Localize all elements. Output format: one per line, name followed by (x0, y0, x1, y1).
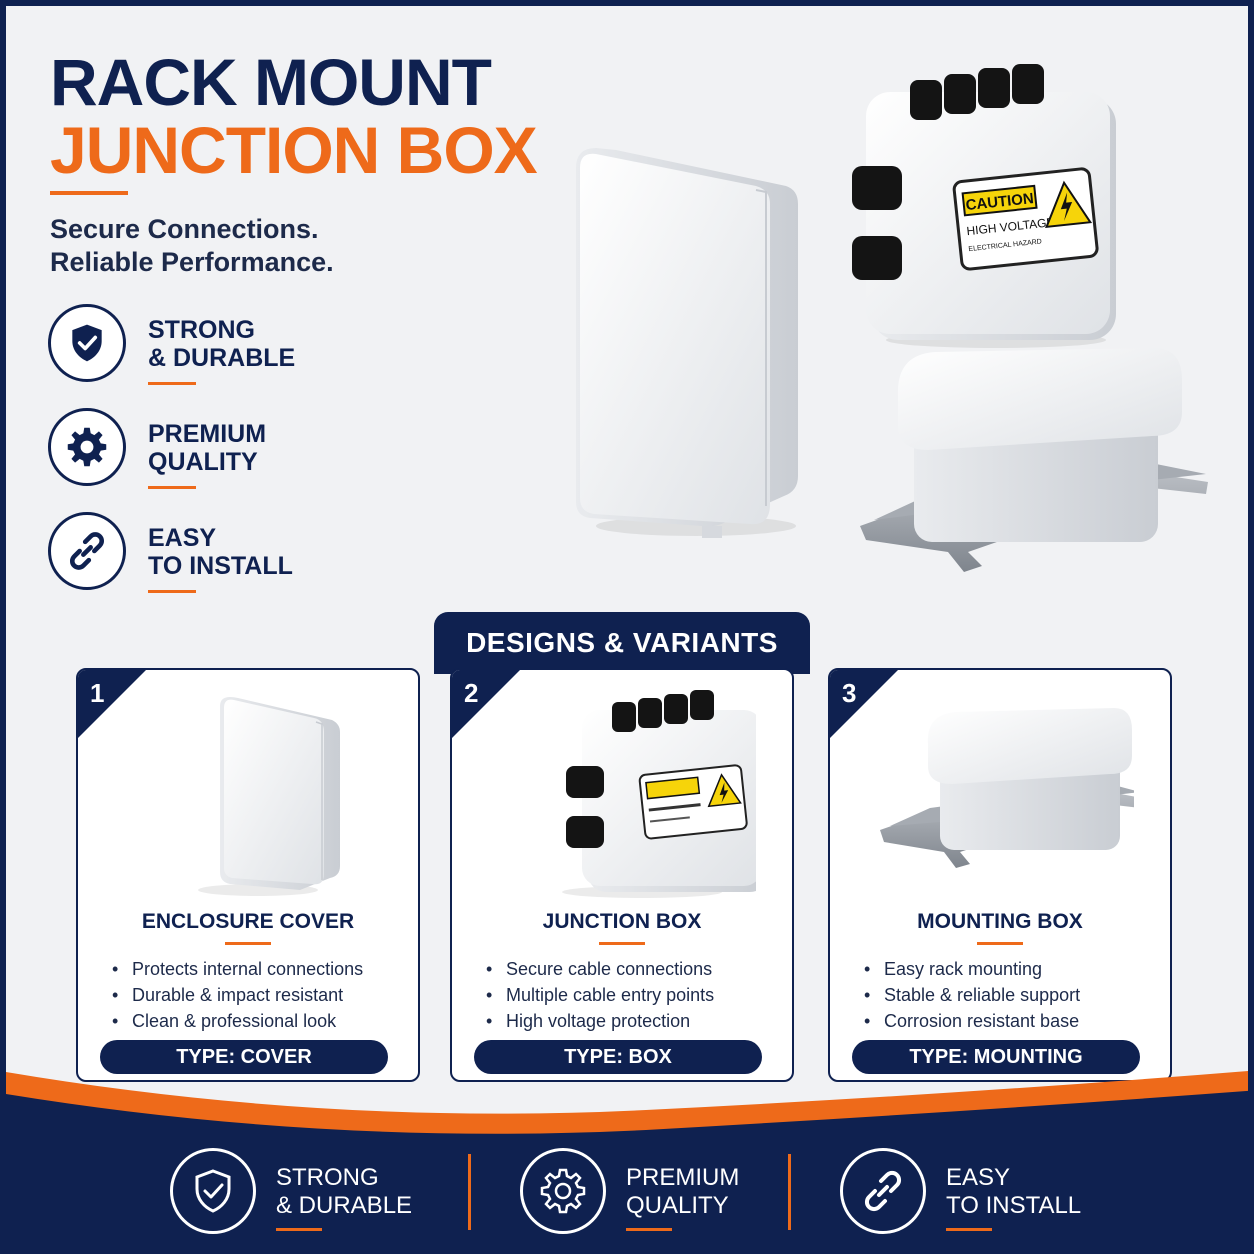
chain-link-icon (840, 1148, 926, 1234)
footer-label-line2: TO INSTALL (946, 1192, 1082, 1219)
variant-card-mounting: 3 MOUNTING BOX Easy rack mounting Stable… (828, 668, 1172, 1082)
chain-link-icon (48, 512, 126, 590)
card-bullet: Multiple cable entry points (486, 982, 714, 1008)
card-bullets: Secure cable connections Multiple cable … (486, 956, 714, 1034)
gear-icon (520, 1148, 606, 1234)
card-title: JUNCTION BOX (542, 910, 702, 933)
card-accent-rule (599, 942, 645, 945)
variant-card-box: 2 JUNCTION BOX Secure cable connections … (450, 668, 794, 1082)
feature-accent-rule (148, 590, 196, 593)
type-pill-cover: TYPE: COVER (100, 1040, 388, 1074)
variant-card-cover: 1 ENCLOSURE COVER Protects internal conn… (76, 668, 420, 1082)
feature-label-line2: & DURABLE (148, 344, 296, 372)
card-bullet: Corrosion resistant base (864, 1008, 1080, 1034)
card-number: 3 (842, 678, 857, 708)
feature-label-line2: TO INSTALL (148, 552, 293, 580)
card-number: 2 (464, 678, 479, 708)
card-bullet: Protects internal connections (112, 956, 363, 982)
card-number-badge (830, 670, 898, 738)
feature-label-line2: QUALITY (148, 448, 258, 476)
type-pill-box: TYPE: BOX (474, 1040, 762, 1074)
footer-label-line1: EASY (946, 1164, 1011, 1191)
enclosure-cover-thumbnail (198, 697, 340, 896)
footer-feature-strong-durable: STRONG & DURABLE (170, 1148, 500, 1238)
feature-accent-rule (148, 486, 196, 489)
mounting-box-image (860, 348, 1208, 572)
card-accent-rule (977, 942, 1023, 945)
footer-feature-premium-quality: PREMIUM QUALITY (520, 1148, 850, 1238)
card-bullet: Durable & impact resistant (112, 982, 363, 1008)
card-bullet: Clean & professional look (112, 1008, 363, 1034)
card-bullet: Stable & reliable support (864, 982, 1080, 1008)
feature-label-line1: EASY (148, 524, 217, 552)
card-number: 1 (90, 678, 105, 708)
card-bullet: High voltage protection (486, 1008, 714, 1034)
card-number-badge (78, 670, 146, 738)
junction-box-thumbnail (562, 690, 756, 898)
shield-check-icon (48, 304, 126, 382)
footer-label-line1: PREMIUM (626, 1164, 740, 1191)
title-line-1: RACK MOUNT (50, 45, 492, 119)
feature-label-line1: PREMIUM (148, 420, 267, 448)
tagline-line-1: Secure Connections. (50, 214, 319, 244)
card-bullet: Easy rack mounting (864, 956, 1080, 982)
footer-background (6, 1070, 1248, 1254)
card-bullets: Easy rack mounting Stable & reliable sup… (864, 956, 1080, 1034)
feature-easy-install: EASY TO INSTALL (48, 512, 378, 608)
junction-box-image: CAUTION HIGH VOLTAGE ELECTRICAL HAZARD (852, 64, 1116, 348)
mounting-box-thumbnail (880, 708, 1134, 868)
enclosure-cover-image (576, 148, 798, 538)
gear-icon (48, 408, 126, 486)
footer-accent-rule (946, 1228, 992, 1231)
designs-heading: DESIGNS & VARIANTS (434, 612, 810, 674)
footer-accent-rule (276, 1228, 322, 1231)
card-bullet: Secure cable connections (486, 956, 714, 982)
card-title: MOUNTING BOX (917, 910, 1083, 933)
feature-strong-durable: STRONG & DURABLE (48, 304, 378, 400)
footer-accent-rule (626, 1228, 672, 1231)
footer-divider (468, 1154, 471, 1230)
title-line-2: JUNCTION BOX (50, 113, 538, 187)
card-title: ENCLOSURE COVER (141, 910, 355, 933)
card-accent-rule (225, 942, 271, 945)
card-bullets: Protects internal connections Durable & … (112, 956, 363, 1034)
tagline-line-2: Reliable Performance. (50, 247, 334, 277)
type-pill-mounting: TYPE: MOUNTING (852, 1040, 1140, 1074)
footer-divider (788, 1154, 791, 1230)
shield-check-icon (170, 1148, 256, 1234)
title-accent-rule (50, 191, 128, 195)
card-number-badge (452, 670, 520, 738)
feature-premium-quality: PREMIUM QUALITY (48, 408, 378, 504)
footer-label-line1: STRONG (276, 1164, 379, 1191)
feature-accent-rule (148, 382, 196, 385)
footer-label-line2: QUALITY (626, 1192, 729, 1219)
footer-label-line2: & DURABLE (276, 1192, 413, 1219)
footer-feature-easy-install: EASY TO INSTALL (840, 1148, 1170, 1238)
feature-label-line1: STRONG (148, 316, 255, 344)
